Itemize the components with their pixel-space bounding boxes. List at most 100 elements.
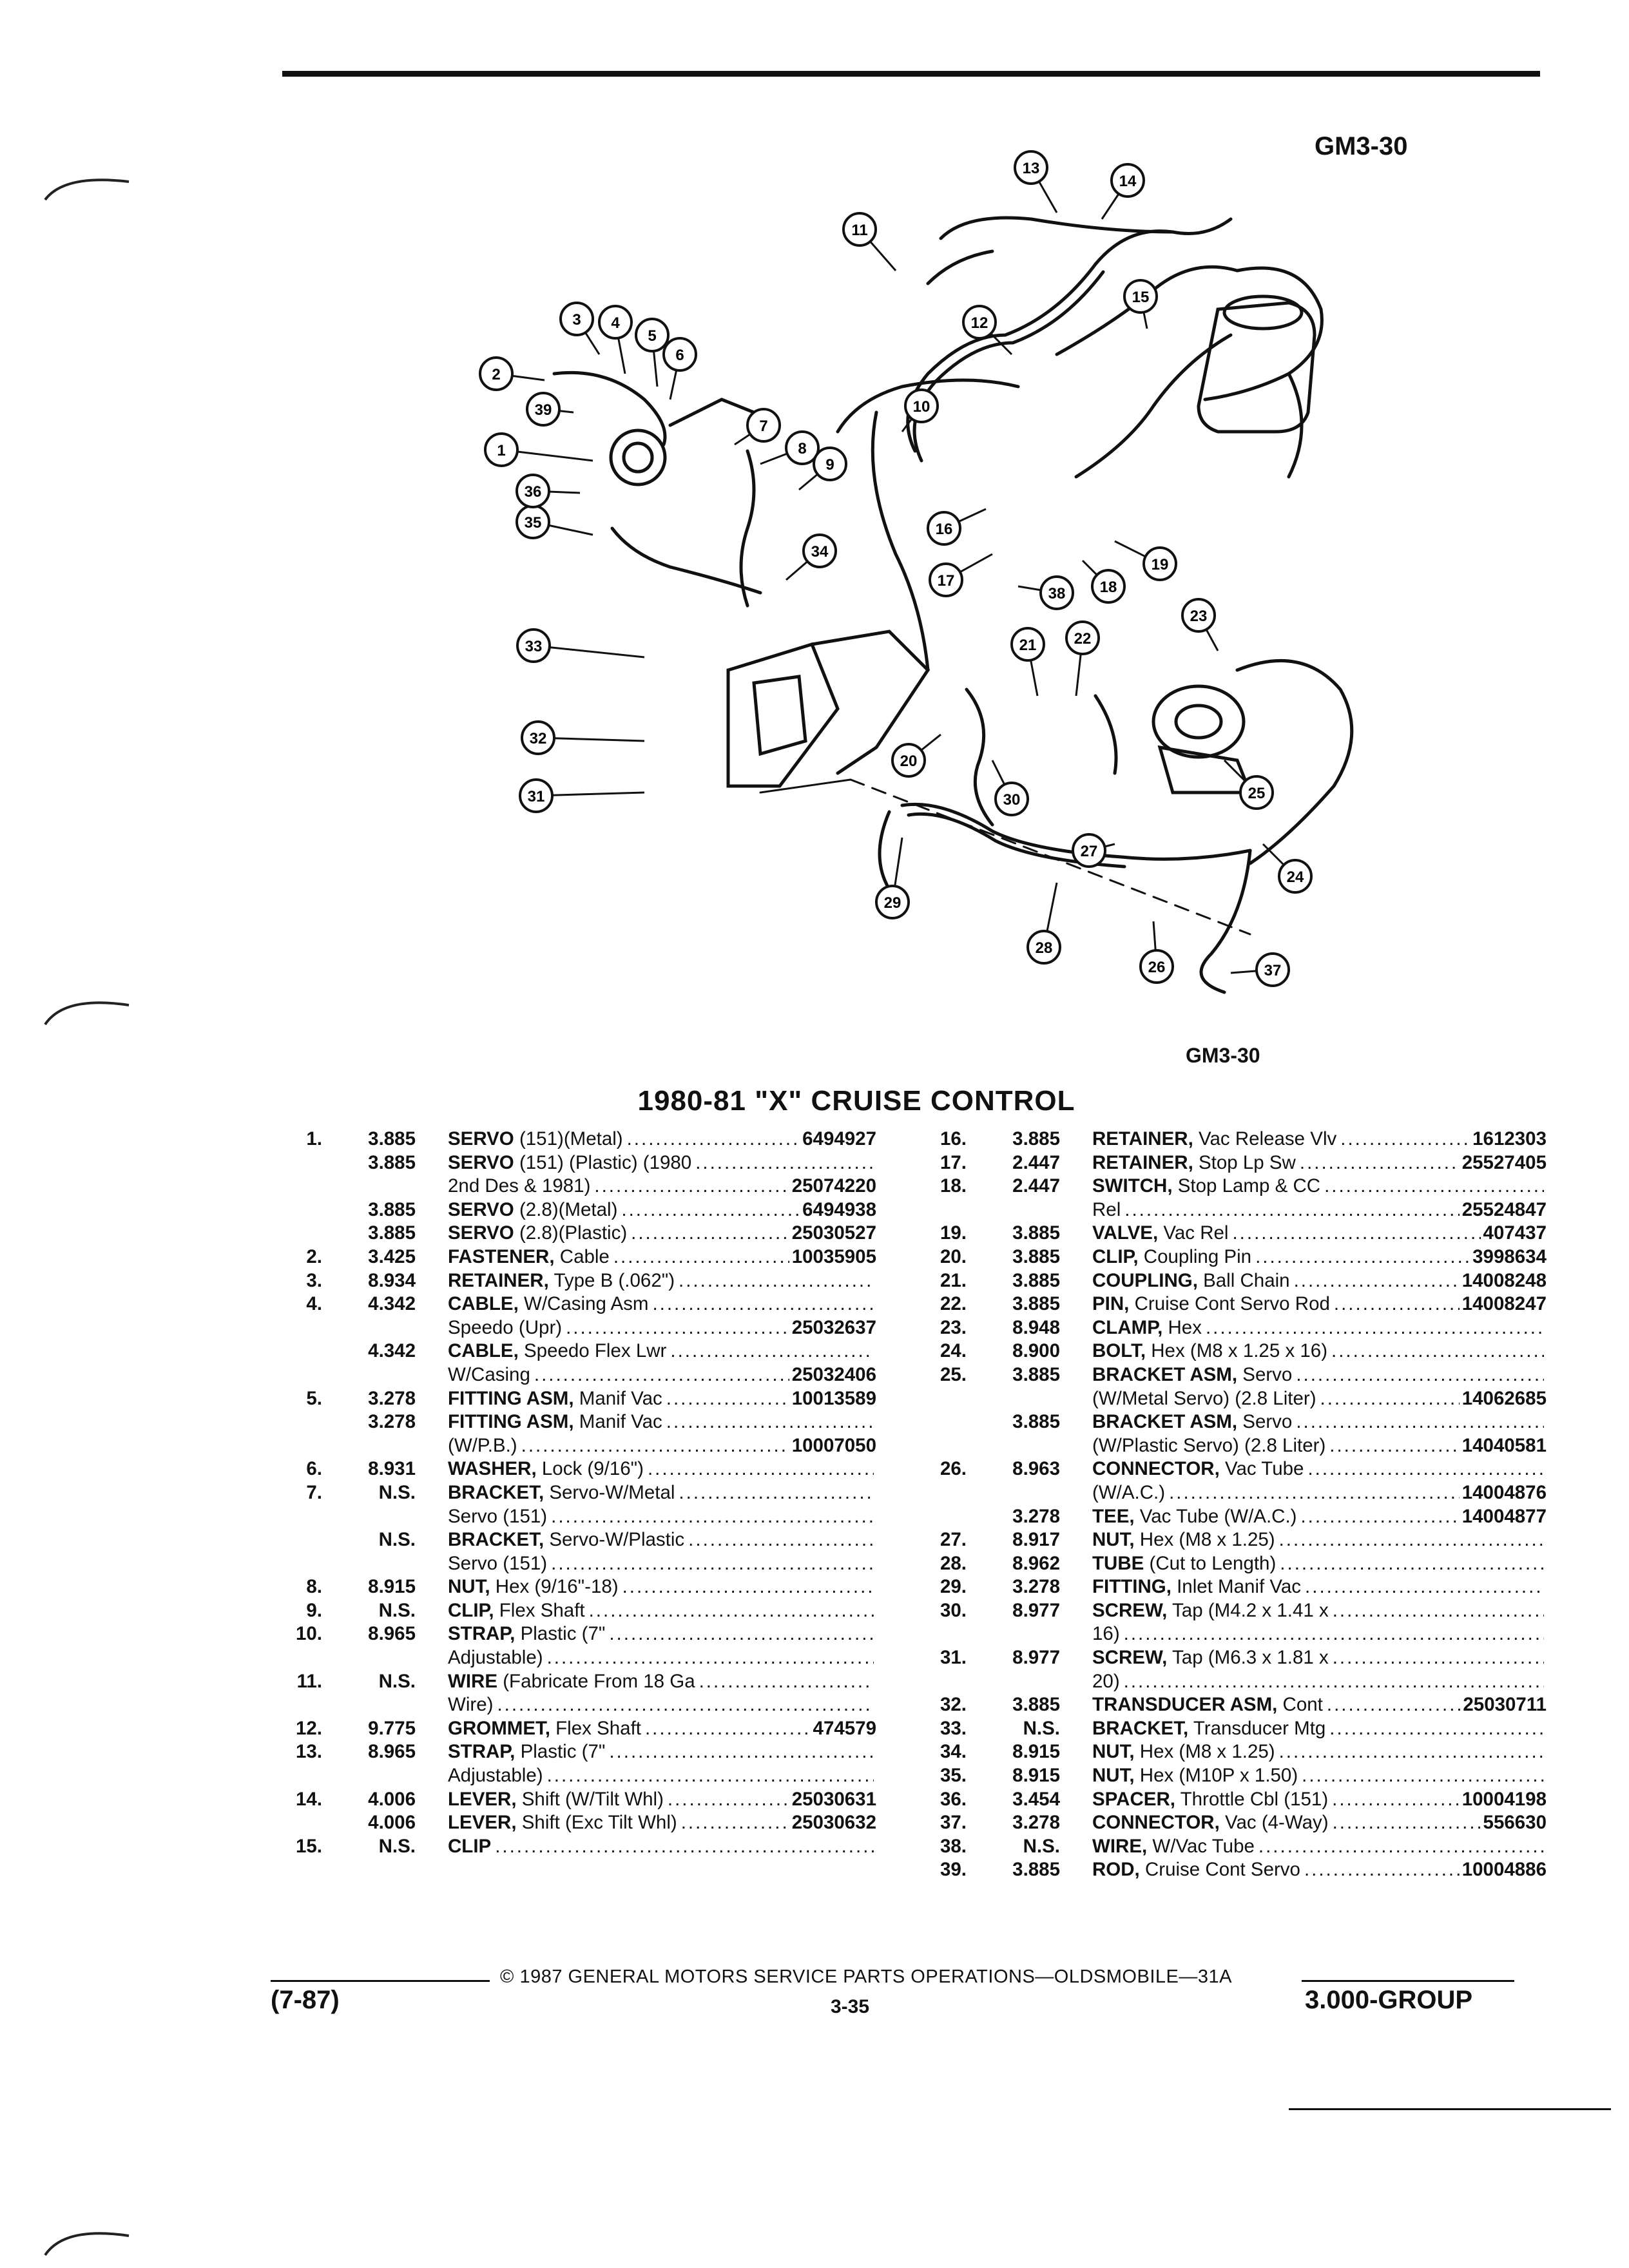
group-number: N.S. [1023, 1717, 1060, 1739]
item-number: 18. [940, 1175, 967, 1197]
group-number: 8.977 [1012, 1599, 1060, 1621]
margin-mark-3 [44, 2232, 130, 2256]
leader-dots: ........................................… [1329, 1717, 1544, 1739]
callout-balloon: 18 [1081, 559, 1126, 604]
part-detail: Transducer Mtg [1188, 1717, 1326, 1739]
part-description: SERVO (2.8)(Plastic)....................… [416, 1222, 876, 1245]
leader-dots: ........................................… [679, 1269, 874, 1291]
part-name: STRAP, [448, 1741, 516, 1763]
margin-mark-2 [44, 1001, 130, 1026]
leader-dots: ........................................… [667, 1788, 789, 1810]
part-description: CLIP, Flex Shaft........................… [416, 1599, 876, 1623]
part-name: SERVO [448, 1128, 514, 1149]
parts-row: 11.N.S.WIRE (Fabricate From 18 Ga.......… [271, 1670, 876, 1694]
callout-balloon: 19 [1114, 540, 1177, 581]
part-number: 10004198 [1461, 1788, 1547, 1810]
callout-balloon: 15 [1123, 279, 1158, 329]
callout-number: 34 [811, 543, 829, 561]
callout-number: 12 [971, 314, 988, 332]
part-description: (W/A.C.)................................… [1060, 1481, 1547, 1505]
callout-number: 36 [525, 483, 542, 501]
leader-dots: ........................................… [497, 1694, 874, 1716]
callout-balloon: 6 [662, 337, 697, 400]
parts-row: 7.N.S.BRACKET, Servo-W/Metal............… [271, 1481, 876, 1505]
part-number: 14004876 [1461, 1481, 1547, 1503]
leader-dots: ........................................… [551, 1505, 874, 1527]
part-detail: (2.8)(Metal) [514, 1198, 618, 1220]
callout-balloon: 10 [901, 389, 939, 432]
part-name: CABLE, [448, 1293, 519, 1315]
item-number: 9. [306, 1599, 322, 1621]
callout-number: 27 [1081, 843, 1098, 860]
item-number: 29. [940, 1576, 967, 1598]
part-number: 25030631 [791, 1788, 876, 1810]
leader-dots: ........................................… [534, 1363, 789, 1385]
item-number: 20. [940, 1245, 967, 1267]
part-detail: Speedo (Upr) [448, 1316, 563, 1338]
part-description: SPACER, Throttle Cbl (151)..............… [1060, 1788, 1547, 1812]
part-number [874, 1151, 876, 1175]
callout-number: 22 [1074, 630, 1092, 648]
leader-dots: ........................................… [609, 1741, 874, 1763]
part-detail: (2.8)(Plastic) [514, 1222, 628, 1244]
leader-dots: ........................................… [1123, 1623, 1544, 1645]
callout-number: 4 [611, 314, 620, 332]
part-number [874, 1693, 876, 1717]
callout-number: 3 [572, 311, 581, 329]
item-number: 31. [940, 1647, 967, 1669]
group-number: 8.965 [368, 1741, 416, 1763]
part-name: SWITCH, [1092, 1175, 1173, 1197]
part-description: Servo (151).............................… [416, 1552, 876, 1576]
part-description: RETAINER, Type B (.062")................… [416, 1269, 876, 1293]
item-number [915, 1410, 967, 1434]
group-number: 3.278 [1012, 1576, 1060, 1598]
leader-dots: ........................................… [621, 1198, 800, 1220]
item-number: 26. [940, 1458, 967, 1480]
part-detail: (151) (Plastic) (1980 [514, 1151, 692, 1173]
group-number: 8.934 [368, 1269, 416, 1291]
part-description: BRACKET, Servo-W/Plastic................… [416, 1528, 876, 1552]
leader-dots: ........................................… [626, 1128, 800, 1149]
part-number [874, 1481, 876, 1505]
part-number [1544, 1835, 1547, 1859]
page-title: 1980-81 "X" CRUISE CONTROL [637, 1085, 1075, 1117]
parts-row: 9.N.S.CLIP, Flex Shaft..................… [271, 1599, 876, 1623]
leader-dots: ........................................… [1123, 1670, 1544, 1692]
part-name: NUT, [448, 1576, 490, 1598]
part-name: WIRE, [1092, 1835, 1148, 1857]
part-description: W/Casing................................… [416, 1363, 876, 1387]
part-number [1544, 1764, 1547, 1788]
part-detail: Speedo Flex Lwr [518, 1340, 667, 1362]
item-number: 14. [295, 1788, 322, 1810]
leader-dots: ........................................… [1205, 1316, 1544, 1338]
part-description: Speedo (Upr)............................… [416, 1316, 876, 1340]
part-description: (W/Metal Servo) (2.8 Liter).............… [1060, 1387, 1547, 1411]
group-number: 3.278 [1012, 1505, 1060, 1527]
group-number: 8.977 [1012, 1647, 1060, 1669]
part-description: PIN, Cruise Cont Servo Rod..............… [1060, 1293, 1547, 1316]
part-detail: Vac Tube [1219, 1458, 1304, 1480]
part-name: PIN, [1092, 1293, 1130, 1315]
part-name: GROMMET, [448, 1717, 550, 1739]
part-name: BOLT, [1092, 1340, 1146, 1362]
item-number: 25. [940, 1363, 967, 1385]
part-name: ROD, [1092, 1859, 1140, 1881]
part-description: CONNECTOR, Vac Tube.....................… [1060, 1457, 1547, 1481]
callout-number: 16 [936, 521, 953, 538]
part-description: TEE, Vac Tube (W/A.C.)..................… [1060, 1505, 1547, 1529]
group-number: 2.447 [1012, 1175, 1060, 1197]
group-number: 3.885 [368, 1151, 416, 1173]
part-name: SCREW, [1092, 1599, 1168, 1621]
